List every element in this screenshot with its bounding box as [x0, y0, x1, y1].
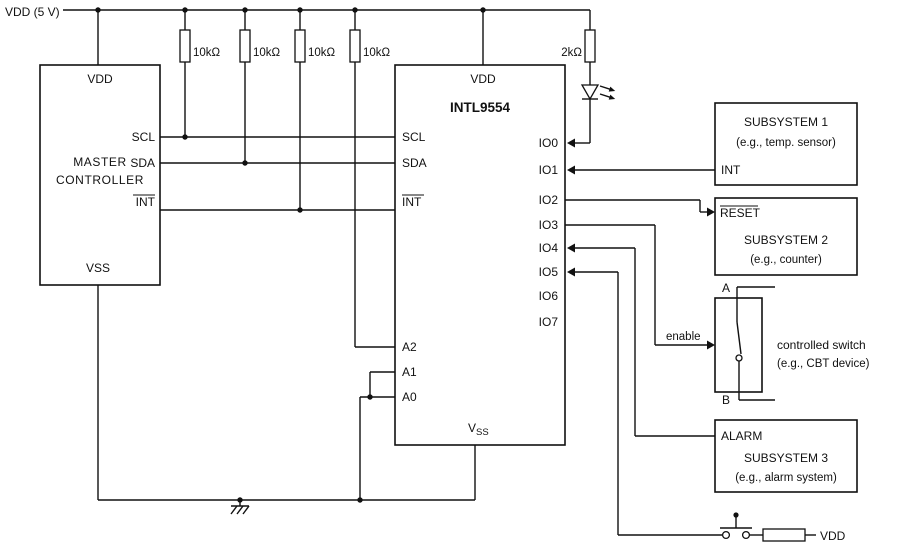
master-vss-pin: VSS [86, 261, 110, 275]
resistor-symbol [762, 528, 806, 542]
pullup-resistor-1: 10kΩ [179, 10, 221, 137]
arrow-into-io1 [567, 165, 575, 175]
master-int-pin: INT [136, 195, 156, 209]
io5-net [567, 267, 722, 536]
subsystem2-title: SUBSYSTEM 2 [744, 233, 828, 247]
ground-net [97, 285, 476, 515]
resistor-symbol [239, 29, 251, 63]
resistor-3-value: 10kΩ [308, 47, 336, 59]
subsystem1-box: SUBSYSTEM 1 (e.g., temp. sensor) INT [714, 102, 858, 186]
expander-io7-pin: IO7 [539, 315, 559, 329]
master-name-line1: MASTER [73, 155, 127, 169]
arrow-into-switch-enable [707, 340, 715, 350]
expander-int-pin: INT [402, 195, 422, 209]
switch-terminal-a-label: A [722, 281, 730, 295]
expander-part-number: INTL9554 [450, 100, 511, 115]
switch-terminal-b-label: B [722, 393, 730, 407]
expander-io3-pin: IO3 [539, 218, 559, 232]
resistor-symbol [294, 29, 306, 63]
led-resistor-symbol [584, 29, 596, 63]
enable-label: enable [666, 331, 701, 343]
io-expander-box: VDD INTL9554 SCL SDA INT A2 A1 A0 VSS IO… [394, 10, 566, 446]
master-scl-pin: SCL [132, 130, 156, 144]
expander-io2-pin: IO2 [539, 193, 559, 207]
expander-sda-pin: SDA [402, 156, 427, 170]
subsystem1-title: SUBSYSTEM 1 [744, 115, 828, 129]
subsystem3-subtitle: (e.g., alarm system) [735, 472, 837, 484]
switch-blade-icon [735, 321, 743, 362]
int-net [160, 207, 395, 213]
resistor-4-value: 10kΩ [363, 47, 391, 59]
master-vdd-pin: VDD [87, 72, 113, 86]
subsystem3-title: SUBSYSTEM 3 [744, 451, 828, 465]
switch-caption-line2: (e.g., CBT device) [777, 358, 870, 370]
resistor-2-value: 10kΩ [253, 47, 281, 59]
resistor-symbol [179, 29, 191, 63]
io1-net [567, 165, 715, 175]
master-sda-pin: SDA [130, 156, 155, 170]
subsystem3-alarm-pin: ALARM [721, 429, 762, 443]
expander-scl-pin: SCL [402, 130, 426, 144]
subsystem2-reset-pin: RESET [720, 206, 761, 220]
io3-net: enable [565, 224, 715, 350]
subsystem1-int-pin: INT [721, 163, 741, 177]
expander-io5-pin: IO5 [539, 265, 559, 279]
button-pullup: VDD [749, 528, 846, 543]
arrow-into-io0 [567, 138, 575, 148]
arrow-into-io5 [567, 267, 575, 277]
io2-net [565, 199, 715, 217]
expander-vss-pin: VSS [468, 421, 489, 438]
resistor-symbol [349, 29, 361, 63]
expander-a0-pin: A0 [402, 390, 417, 404]
scl-net [160, 134, 395, 140]
master-name-line2: CONTROLLER [56, 173, 144, 187]
button-vdd-label: VDD [820, 529, 846, 543]
expander-io1-pin: IO1 [539, 163, 559, 177]
controlled-switch: A B controlled switch (e.g., CBT device) [714, 281, 870, 407]
expander-a1-pin: A1 [402, 365, 417, 379]
sda-net [160, 160, 395, 166]
led-icon [580, 84, 616, 101]
arrow-into-reset [707, 207, 715, 217]
expander-io4-pin: IO4 [539, 241, 559, 255]
led-resistor-value: 2kΩ [561, 47, 582, 59]
subsystem3-box: ALARM SUBSYSTEM 3 (e.g., alarm system) [714, 419, 858, 493]
pullup-resistor-2: 10kΩ [239, 10, 281, 163]
earth-ground-icon [230, 500, 250, 515]
expander-a2-pin: A2 [402, 340, 417, 354]
pushbutton-icon [720, 512, 752, 540]
subsystem2-subtitle: (e.g., counter) [750, 254, 822, 266]
resistor-1-value: 10kΩ [193, 47, 221, 59]
pullup-resistor-3: 10kΩ [294, 10, 336, 210]
expander-vdd-pin: VDD [470, 72, 496, 86]
master-controller-box: VDD MASTER CONTROLLER SCL SDA INT VSS [39, 10, 161, 286]
subsystem2-box: RESET SUBSYSTEM 2 (e.g., counter) [714, 197, 858, 276]
expander-io0-pin: IO0 [539, 136, 559, 150]
switch-caption-line1: controlled switch [777, 338, 866, 352]
vdd-rail-label: VDD (5 V) [5, 5, 60, 19]
address-pins-net [355, 346, 395, 500]
expander-io6-pin: IO6 [539, 289, 559, 303]
vdd-power-rail: VDD (5 V) [5, 5, 590, 19]
subsystem1-subtitle: (e.g., temp. sensor) [736, 137, 836, 149]
led-branch: 2kΩ [561, 10, 616, 148]
io4-net [567, 243, 715, 437]
pullup-resistor-4: 10kΩ [349, 10, 391, 347]
arrow-into-io4 [567, 243, 575, 253]
